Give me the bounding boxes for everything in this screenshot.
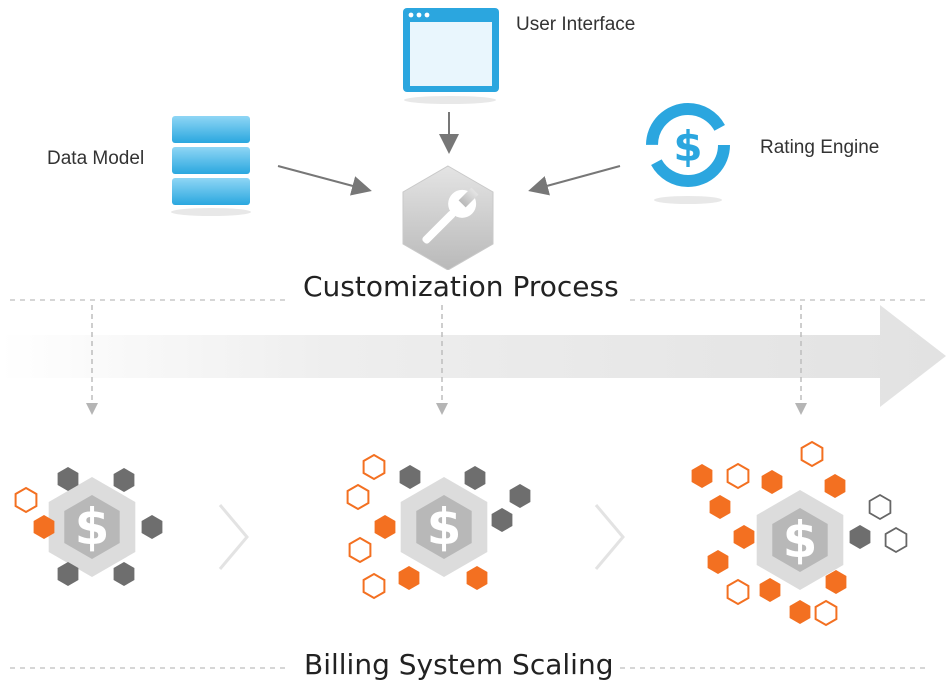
svg-text:$: $ bbox=[783, 511, 818, 569]
customization-process-title: Customization Process bbox=[297, 270, 625, 303]
gray-unit-hexagon bbox=[464, 466, 486, 490]
orange-unit-hexagon bbox=[789, 600, 811, 624]
rating-engine-label: Rating Engine bbox=[760, 137, 880, 158]
orange-outline-unit-hexagon bbox=[362, 453, 386, 481]
gray-unit-hexagon bbox=[113, 562, 135, 586]
orange-unit-hexagon bbox=[691, 464, 713, 488]
process-flow-arrow bbox=[0, 305, 946, 407]
orange-unit-hexagon bbox=[733, 525, 755, 549]
orange-unit-hexagon bbox=[466, 566, 488, 590]
orange-outline-unit-hexagon bbox=[362, 572, 386, 600]
dollar-cycle-icon: $ bbox=[646, 103, 730, 204]
gray-unit-hexagon bbox=[849, 525, 871, 549]
orange-outline-unit-hexagon bbox=[726, 462, 750, 490]
dollar-gear-hexagon-icon: $ bbox=[48, 477, 136, 577]
dollar-gear-hexagon-icon: $ bbox=[400, 477, 488, 577]
orange-unit-hexagon bbox=[398, 566, 420, 590]
gray-unit-hexagon bbox=[141, 515, 163, 539]
orange-unit-hexagon bbox=[709, 495, 731, 519]
stage-chevrons bbox=[218, 504, 625, 570]
billing-system-scaling-title: Billing System Scaling bbox=[298, 648, 620, 681]
gray-unit-hexagon bbox=[491, 508, 513, 532]
orange-unit-hexagon bbox=[824, 474, 846, 498]
orange-unit-hexagon bbox=[374, 515, 396, 539]
gray-unit-hexagon bbox=[509, 484, 531, 508]
orange-outline-unit-hexagon bbox=[726, 578, 750, 606]
gray-unit-hexagon bbox=[113, 468, 135, 492]
browser-window-icon bbox=[403, 8, 499, 104]
orange-outline-unit-hexagon bbox=[346, 483, 370, 511]
svg-text:$: $ bbox=[75, 498, 110, 556]
svg-text:$: $ bbox=[427, 498, 462, 556]
orange-unit-hexagon bbox=[707, 550, 729, 574]
orange-unit-hexagon bbox=[825, 570, 847, 594]
orange-outline-unit-hexagon bbox=[348, 536, 372, 564]
orange-unit-hexagon bbox=[759, 578, 781, 602]
database-stack-icon bbox=[171, 116, 251, 216]
gray-unit-hexagon bbox=[57, 562, 79, 586]
orange-outline-unit-hexagon bbox=[800, 440, 824, 468]
gray-outline-unit-hexagon bbox=[868, 493, 892, 521]
user-interface-label: User Interface bbox=[516, 14, 636, 35]
svg-text:$: $ bbox=[673, 122, 702, 171]
gray-outline-unit-hexagon bbox=[884, 526, 908, 554]
data-model-label: Data Model bbox=[47, 148, 145, 169]
orange-outline-unit-hexagon bbox=[814, 599, 838, 627]
orange-unit-hexagon bbox=[761, 470, 783, 494]
dollar-gear-hexagon-icon: $ bbox=[756, 490, 844, 590]
gray-unit-hexagon bbox=[57, 467, 79, 491]
input-arrows bbox=[277, 112, 621, 196]
gray-unit-hexagon bbox=[399, 465, 421, 489]
orange-unit-hexagon bbox=[33, 515, 55, 539]
orange-outline-unit-hexagon bbox=[14, 486, 38, 514]
